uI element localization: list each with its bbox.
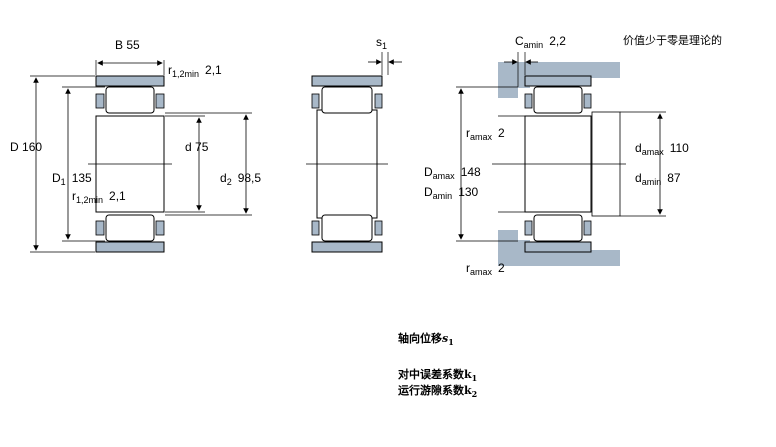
label-b: B 55 bbox=[115, 38, 140, 52]
label-d-bore: d 75 bbox=[185, 140, 209, 154]
outer-ring-top bbox=[95, 75, 165, 87]
roller-top bbox=[105, 86, 155, 114]
label-s1: s1 bbox=[376, 35, 387, 51]
middle-displacement-view bbox=[306, 52, 402, 253]
legend-misalign: 对中误差系数k1 bbox=[398, 368, 478, 384]
left-section-view bbox=[30, 60, 252, 253]
legend-axial: 轴向位移s1 bbox=[398, 332, 454, 348]
roller-bottom bbox=[105, 214, 155, 242]
outer-ring-bottom bbox=[95, 241, 165, 253]
right-mounting-view bbox=[456, 52, 666, 266]
legend-running: 运行游隙系数k2 bbox=[398, 384, 478, 400]
note-text: 价值少于零是理论的 bbox=[623, 33, 722, 47]
label-d-outer: D 160 bbox=[10, 140, 42, 154]
